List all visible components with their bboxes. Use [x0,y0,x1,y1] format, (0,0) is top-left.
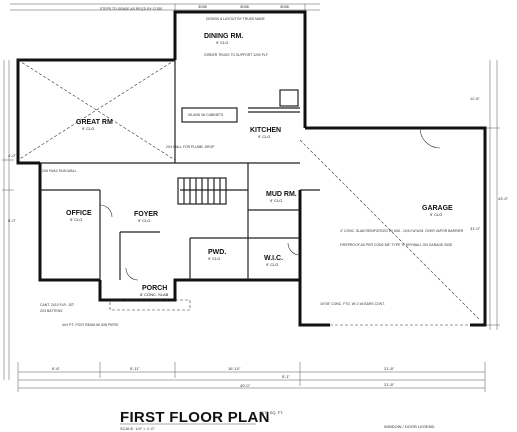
exterior-walls [16,10,487,327]
room-wic-sub: 9' CLG [266,262,278,267]
note-post: 4X4 P.T. POST BEAM W/ 8X8 PIERS [62,323,119,327]
note-plumb: 2X4 WALL FOR PLUMB. DROP [166,145,215,149]
room-foyer: FOYER [134,211,158,218]
note-slab: 4" CONC. SLAB REINFORCED W/ 6X6 - 10/10 … [340,229,464,233]
room-great-sub: 9' CLG [82,126,94,131]
room-mud-sub: 9' CLG [270,198,282,203]
room-dining: DINING RM. [204,33,243,40]
dim-bottom-overall: 40'-0" [240,383,251,388]
room-wic: W.I.C. [264,255,283,262]
note-battens: 2X4 BATTENS [40,309,63,313]
dim-bottom-1: 6'-6" [52,366,61,371]
dim-top-left: 3056 [198,4,208,9]
room-great: GREAT RM [76,119,113,126]
dim-top-right: 3056 [280,4,290,9]
bottom-dimensions: 6'-6" 5'-11" 16'-10" 5'-1" 21'-8" 40'-0"… [17,362,486,392]
room-dining-sub: 9' CLG [216,40,228,45]
note-truss: DESIGN & LAYOUT BY TRUSS MANF. [206,17,265,21]
room-pwd: PWD. [208,249,226,256]
title-block: FIRST FLOOR PLAN SCALE: 1/4" = 1'-0" 117… [120,409,435,431]
room-foyer-sub: 9' CLG [138,218,150,223]
room-porch: PORCH [142,285,167,292]
dim-right-1: 11'-6" [470,96,480,101]
note-hvac: 2X6 HVAC RUN WALL [42,169,77,173]
dim-right-overall: 43'-0" [498,196,509,201]
note-footing: 16"X8" CONC. FTG. W/ 2 #4 BARS CONT. [320,302,385,306]
dim-bottom-5: 21'-8" [384,366,395,371]
top-dimensions: 3056 3056 3056 STEPS TO GRADE AS REQ'D B… [10,3,320,60]
doors-and-dashes [17,59,481,326]
room-garage-sub: 9' CLG [430,212,442,217]
dim-top-overall: 3056 [240,4,250,9]
dim-garage-width: 21'-8" [384,382,395,387]
dim-right-2: 31'-0" [470,226,481,231]
dim-left-1: 4'-0" [8,153,17,158]
dim-bottom-2: 5'-11" [130,366,140,371]
room-garage: GARAGE [422,205,453,212]
dim-bottom-4: 5'-1" [282,374,291,379]
room-office: OFFICE [66,210,92,217]
plan-area: 1175 SQ. FT. [260,410,283,415]
note-steps: STEPS TO GRADE AS REQ'D BY CODE [100,7,163,11]
legend-title: WINDOW / DOOR LEGEND [384,424,435,429]
room-mud: MUD RM. [266,191,297,198]
note-firewall: FIREPROOF AS PER CODE 5/8" TYPE 'X' DRYW… [340,243,453,247]
plan-notes: ISLAND W/ CABINETS 2X6 HVAC RUN WALL 2X4… [40,113,464,327]
room-pwd-sub: 9' CLG [208,256,220,261]
note-cant: CANT. 2X10 FLR. JST. [40,303,75,307]
right-dimensions: 11'-6" 31'-0" 43'-0" [470,60,509,330]
note-girder: GIRDER TRUSS TO SUPPORT 1200 PLF [204,53,268,57]
dim-left-2: 8'-0" [8,218,17,223]
dim-bottom-3: 16'-10" [228,366,241,371]
room-office-sub: 9' CLG [70,217,82,222]
room-kitchen-sub: 9' CLG [258,134,270,139]
room-labels: DINING RM. 9' CLG GREAT RM 9' CLG KITCHE… [66,33,453,297]
room-porch-sub: 8' CONC. SLAB [140,292,169,297]
left-dimensions: 4'-0" 8'-0" [2,60,17,380]
interior-walls [40,60,320,280]
note-island: ISLAND W/ CABINETS [188,113,224,117]
plan-title: FIRST FLOOR PLAN [120,409,270,426]
room-kitchen: KITCHEN [250,127,281,134]
plan-scale: SCALE: 1/4" = 1'-0" [120,426,155,431]
